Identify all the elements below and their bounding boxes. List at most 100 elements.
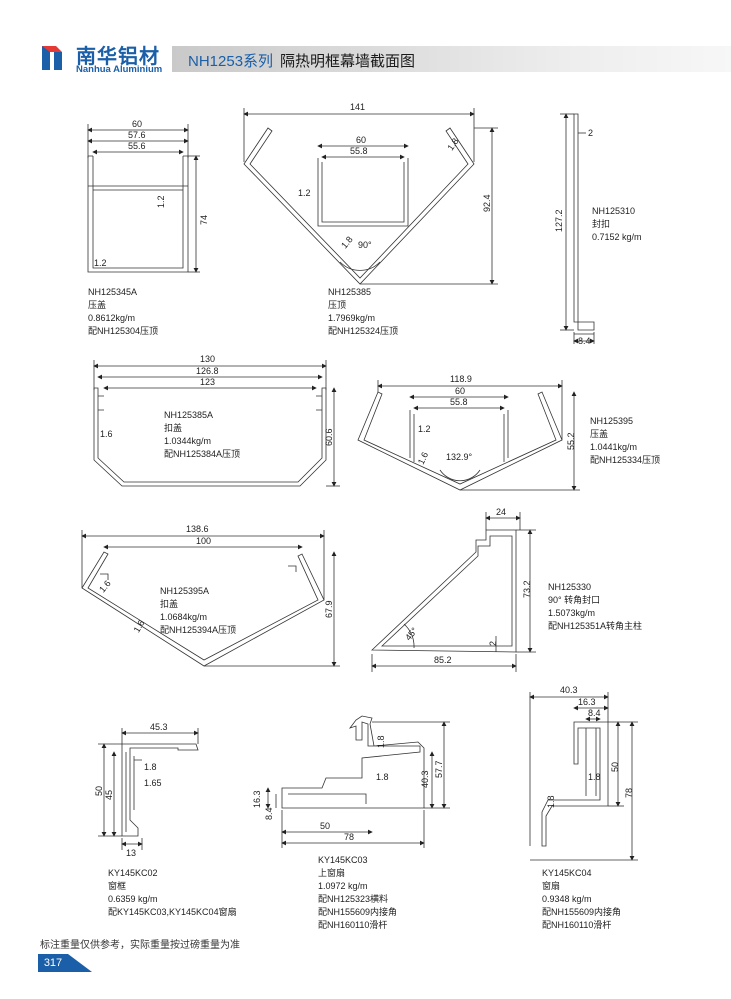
dim-label: 123 (200, 377, 215, 387)
dim-label: 1.6 (416, 450, 430, 466)
dim-label: 45.3 (150, 722, 168, 732)
dim-label: 141 (350, 102, 365, 112)
profile-name: 压顶 (328, 300, 346, 310)
dim-label: 1.2 (418, 424, 431, 434)
dim-label: 130 (200, 354, 215, 364)
profile-nh125330 (371, 512, 536, 672)
profile-name: 扣盖 (164, 422, 182, 433)
title-band (172, 46, 731, 72)
dim-label: 118.9 (450, 374, 472, 384)
profile-note: 配NH125323横料 (318, 893, 388, 904)
profile-note: 配NH125351A转角主柱 (548, 620, 642, 631)
dim-label: 8.4 (264, 807, 274, 820)
dim-label: 8.4 (588, 708, 601, 718)
nanhua-logo-icon (42, 46, 62, 70)
dim-label: 90° (358, 240, 372, 250)
profile-note: 配NH155609内接角 (318, 906, 397, 917)
profile-code: KY145KC03 (318, 855, 368, 865)
profile-nh125385a (93, 360, 340, 487)
profile-ky145kc03 (265, 715, 450, 848)
profile-name: 扣盖 (160, 598, 178, 609)
footer-note: 标注重量仅供参考，实际重量按过磅重量为准 (40, 940, 240, 951)
dim-label: 60.6 (324, 428, 334, 446)
profile-note: 配NH125304压顶 (88, 326, 158, 336)
profile-note: 配NH125334压顶 (590, 455, 660, 465)
profile-weight: 0.8612kg/m (88, 313, 135, 323)
profile-nh125385 (243, 108, 498, 285)
dim-label: 16.3 (578, 697, 596, 707)
dim-label: 1.8 (588, 772, 601, 782)
profile-note: 配NH125384A压顶 (164, 449, 240, 459)
dim-label: 50 (94, 786, 104, 796)
dim-label: 126.8 (196, 366, 219, 376)
dim-label: 8.4 (578, 336, 591, 346)
dim-label: 24 (496, 507, 506, 517)
profile-weight: 1.0684kg/m (160, 612, 207, 622)
dim-label: 60 (132, 119, 142, 129)
dim-label: 1.8 (376, 735, 386, 748)
dim-label: 50 (610, 762, 620, 772)
dim-label: 1.8 (376, 772, 389, 782)
dim-label: 40.3 (420, 770, 430, 788)
profile-name: 上窗扇 (318, 867, 345, 878)
profile-ky145kc02 (98, 728, 199, 850)
dim-label: 92.4 (482, 194, 492, 212)
dim-label: 13 (126, 848, 136, 858)
dim-label: 78 (344, 832, 354, 842)
page-title: 隔热明框幕墙截面图 (280, 53, 416, 70)
brand-name-en: Nanhua Aluminium (76, 64, 163, 75)
dim-label: 1.6 (100, 429, 113, 439)
dim-label: 100 (196, 536, 211, 546)
dim-label: 57.6 (128, 130, 146, 140)
profile-name: 压盖 (88, 299, 106, 310)
dim-label: 73.2 (522, 580, 532, 598)
dim-label: 45° (403, 625, 420, 642)
profile-nh125310 (560, 113, 595, 344)
dim-label: 132.9° (446, 452, 473, 462)
profile-code: KY145KC02 (108, 868, 158, 878)
profile-code: KY145KC04 (542, 868, 592, 878)
profile-name: 封扣 (592, 218, 610, 229)
profile-code: NH125310 (592, 206, 635, 216)
dim-label: 1.6 (97, 578, 113, 594)
dim-label: 50 (320, 821, 330, 831)
dim-label: 60 (356, 135, 366, 145)
page-header: 南华铝材 Nanhua Aluminium NH1253系列 隔热明框幕墙截面图 (0, 0, 731, 84)
profile-note: 配KY145KC03,KY145KC04窗扇 (108, 906, 237, 917)
dim-label: 40.3 (560, 685, 578, 695)
series-label: NH1253系列 (188, 53, 274, 70)
profile-ky145kc04 (529, 692, 638, 861)
profile-code: NH125385 (328, 287, 371, 297)
profile-code: NH125395 (590, 416, 633, 426)
dim-label: 67.9 (324, 600, 334, 618)
profile-weight: 0.7152 kg/m (592, 232, 642, 242)
dim-label: 78 (624, 788, 634, 798)
profile-code: NH125345A (88, 287, 137, 297)
profile-note: 配NH160110滑杆 (318, 919, 387, 930)
profile-note: 配NH155609内接角 (542, 906, 621, 917)
page-number-tab-icon (68, 954, 92, 972)
dim-label: 138.6 (186, 524, 209, 534)
dim-label: 1.2 (298, 188, 311, 198)
dim-label: 45 (104, 790, 114, 800)
dim-label: 2 (488, 641, 498, 646)
profile-weight: 1.0441kg/m (590, 442, 637, 452)
dim-label: 85.2 (434, 655, 452, 665)
profile-note: 配NH125324压顶 (328, 326, 398, 336)
profile-note: 配NH125394A压顶 (160, 625, 236, 635)
profile-nh125395a (81, 530, 340, 667)
profile-code: NH125385A (164, 410, 213, 420)
dim-label: 60 (455, 386, 465, 396)
profile-nh125395 (357, 380, 580, 491)
profile-note: 配NH160110滑杆 (542, 919, 611, 930)
dim-label: 1.8 (144, 762, 157, 772)
brand-name-cn: 南华铝材 (76, 46, 160, 68)
dim-label: 55.6 (128, 141, 146, 151)
dim-label: 55.8 (450, 397, 468, 407)
profile-code: NH125330 (548, 582, 591, 592)
profile-name: 窗框 (108, 880, 126, 891)
profile-weight: 1.7969kg/m (328, 313, 375, 323)
profile-weight: 1.0972 kg/m (318, 881, 368, 891)
profile-weight: 1.5073kg/m (548, 608, 595, 618)
